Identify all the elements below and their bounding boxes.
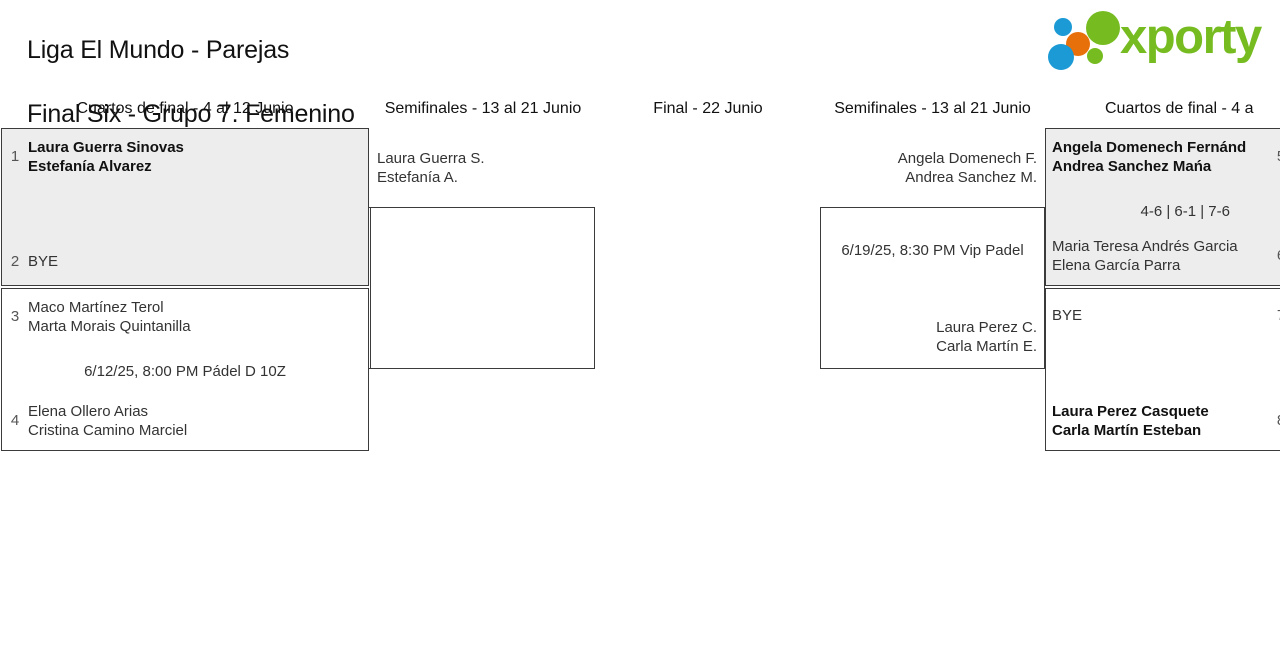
logo-dot-blue-bottom bbox=[1048, 44, 1074, 70]
logo-dot-green-large bbox=[1086, 11, 1120, 45]
match-left-qf1-slot-bottom[interactable]: 2 BYE bbox=[2, 253, 368, 272]
round-header-sf-left: Semifinales - 13 al 21 Junio bbox=[384, 100, 582, 117]
connector-right-qf1 bbox=[1017, 207, 1045, 208]
seed-number: 3 bbox=[10, 308, 20, 325]
match-right-qf1-slot-top[interactable]: 5 Angela Domenech Fernánd Andrea Sanchez… bbox=[1046, 139, 1280, 176]
match-right-qf1[interactable]: 5 Angela Domenech Fernánd Andrea Sanchez… bbox=[1045, 128, 1280, 286]
seed-number: 4 bbox=[10, 412, 20, 429]
seed-number: 1 bbox=[10, 148, 20, 165]
seed-number: 2 bbox=[10, 252, 20, 270]
match-right-qf1-score: 4-6 | 6-1 | 7-6 bbox=[1140, 203, 1230, 220]
match-right-qf2-slot-top[interactable]: 7 BYE bbox=[1046, 307, 1280, 326]
team-names: Maco Martínez Terol Marta Morais Quintan… bbox=[28, 299, 191, 335]
team-names: Laura Perez Casquete Carla Martín Esteba… bbox=[1052, 403, 1209, 439]
connector-right-qf2 bbox=[1017, 368, 1045, 369]
team-names: Angela Domenech Fernánd Andrea Sanchez M… bbox=[1052, 139, 1247, 175]
team-names: BYE bbox=[1052, 307, 1083, 324]
seed-number: 8 bbox=[1268, 403, 1280, 430]
match-left-qf2[interactable]: 3 Maco Martínez Terol Marta Morais Quint… bbox=[1, 288, 369, 451]
match-left-qf2-schedule: 6/12/25, 8:00 PM Pádel D 10Z bbox=[84, 363, 286, 380]
team-names: Laura Guerra Sinovas Estefanía Alvarez bbox=[28, 139, 184, 175]
left-sf-advanced-team: Laura Guerra S. Estefanía A. bbox=[377, 150, 485, 186]
team-names: BYE bbox=[28, 252, 59, 270]
title-line-1: Liga El Mundo - Parejas bbox=[26, 36, 290, 64]
seed-number: 7 bbox=[1268, 307, 1280, 325]
match-left-qf2-slot-top[interactable]: 3 Maco Martínez Terol Marta Morais Quint… bbox=[2, 299, 368, 336]
match-left-qf2-slot-bottom[interactable]: 4 Elena Ollero Arias Cristina Camino Mar… bbox=[2, 403, 368, 440]
match-right-sf-schedule: 6/19/25, 8:30 PM Vip Padel bbox=[841, 242, 1024, 259]
team-names: Elena Ollero Arias Cristina Camino Marci… bbox=[28, 403, 188, 439]
team-names: Maria Teresa Andrés Garcia Elena García … bbox=[1052, 238, 1238, 274]
right-sf-advanced-team: Angela Domenech F. Andrea Sanchez M. bbox=[897, 150, 1037, 186]
match-left-sf[interactable] bbox=[370, 207, 595, 369]
logo-dot-green-small bbox=[1087, 48, 1103, 64]
seed-number: 5 bbox=[1268, 139, 1280, 166]
match-right-qf2[interactable]: 7 BYE 8 Laura Perez Casquete Carla Martí… bbox=[1045, 288, 1280, 451]
match-right-qf2-slot-bottom[interactable]: 8 Laura Perez Casquete Carla Martín Este… bbox=[1046, 403, 1280, 440]
page-title: Liga El Mundo - Parejas Final Six - Grup… bbox=[0, 2, 355, 162]
page-header: Liga El Mundo - Parejas Final Six - Grup… bbox=[0, 0, 1280, 128]
match-right-qf1-slot-bottom[interactable]: 6 Maria Teresa Andrés Garcia Elena Garcí… bbox=[1046, 238, 1280, 275]
logo-wordmark: xporty bbox=[1120, 10, 1262, 64]
round-header-qf-right: Cuartos de final - 4 a bbox=[1105, 100, 1254, 117]
xporty-logo[interactable]: xporty bbox=[1048, 6, 1276, 70]
round-header-sf-right: Semifinales - 13 al 21 Junio bbox=[834, 100, 1031, 117]
right-sf-lower-team: Laura Perez C. Carla Martín E. bbox=[936, 319, 1037, 355]
round-header-qf-left: Cuartos de final - 4 al 12 Junio bbox=[76, 100, 294, 117]
match-left-qf1-slot-top[interactable]: 1 Laura Guerra Sinovas Estefanía Alvarez bbox=[2, 139, 368, 176]
match-right-sf[interactable]: 6/19/25, 8:30 PM Vip Padel Laura Perez C… bbox=[820, 207, 1045, 369]
logo-dot-blue-top bbox=[1054, 18, 1072, 36]
seed-number: 6 bbox=[1268, 238, 1280, 265]
round-header-final: Final - 22 Junio bbox=[653, 100, 763, 117]
title-line-2: Final Six - Grupo 7. Femenino bbox=[26, 100, 355, 128]
match-left-qf1[interactable]: 1 Laura Guerra Sinovas Estefanía Alvarez… bbox=[1, 128, 369, 286]
